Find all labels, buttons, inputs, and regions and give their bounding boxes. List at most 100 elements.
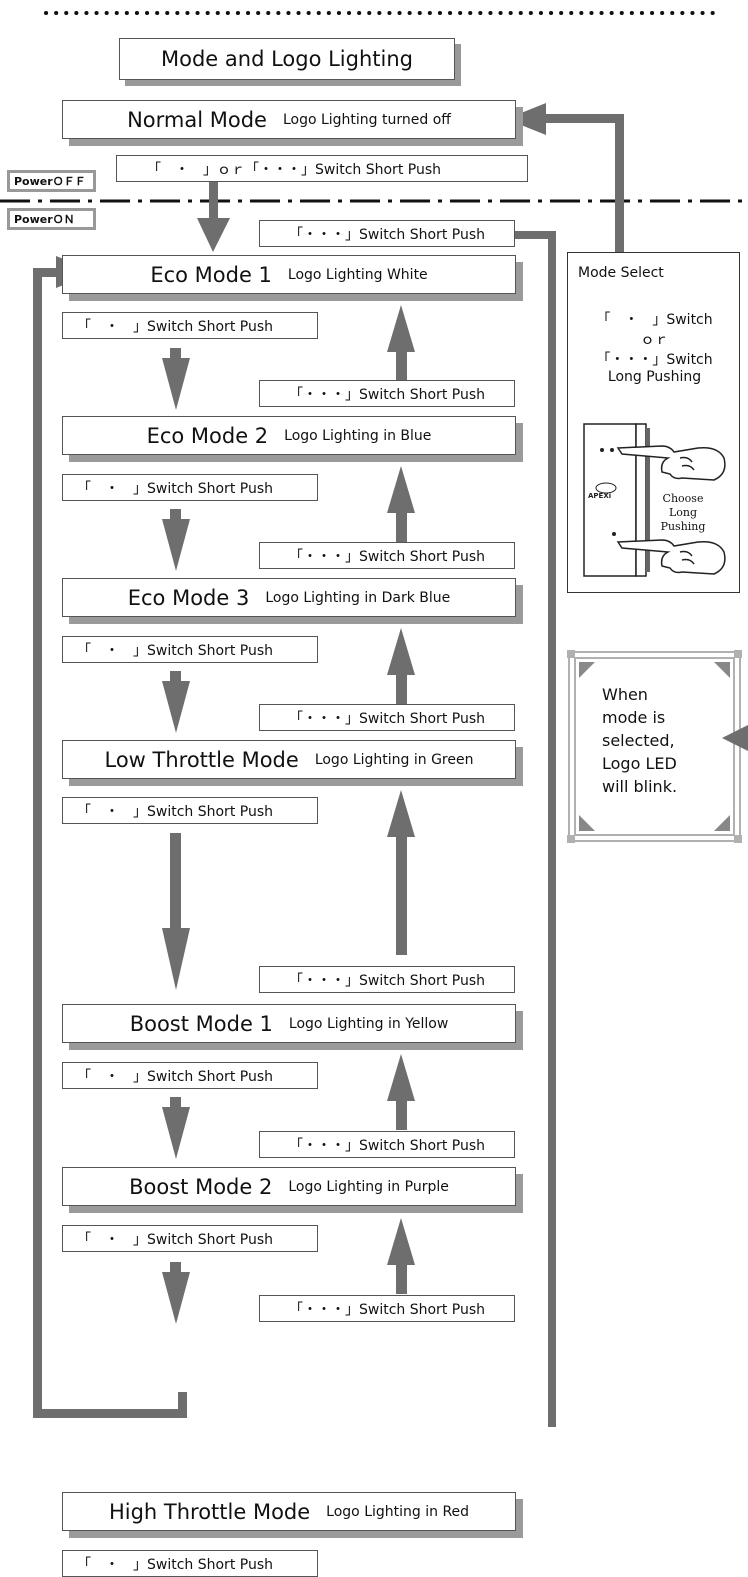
- mode-lighting: Logo Lighting in Dark Blue: [265, 589, 451, 606]
- power-off-text: PowerＯＦＦ: [14, 175, 86, 188]
- mode-name: Boost Mode 1: [129, 1011, 273, 1036]
- note-text: When mode is selected, Logo LED will bli…: [602, 683, 722, 798]
- mode-name: Boost Mode 2: [129, 1174, 273, 1199]
- down-push-text: 「 ・ 」Switch Short Push: [77, 318, 273, 335]
- mode-box: Low Throttle Mode Logo Lighting in Green: [62, 740, 516, 779]
- down-push-label: 「 ・ 」Switch Short Push: [62, 797, 318, 824]
- dotted-separator: [44, 11, 720, 15]
- mode-box: Boost Mode 2 Logo Lighting in Purple: [62, 1167, 516, 1206]
- mode-select-title: Mode Select: [578, 265, 664, 281]
- up-push-text: 「・・・」Switch Short Push: [289, 386, 485, 403]
- mode-lighting: Logo Lighting in Purple: [288, 1178, 449, 1195]
- arrow-loop-down: [178, 1392, 187, 1417]
- up-arrow-6: [387, 1218, 415, 1265]
- on-switch-label: 「・・・」Switch Short Push: [259, 220, 515, 247]
- normal-mode-name: Normal Mode: [127, 107, 267, 132]
- mode-select-line: Long Pushing: [607, 369, 702, 385]
- mode-name: Eco Mode 1: [150, 262, 272, 287]
- mode-lighting: Logo Lighting in Blue: [284, 427, 432, 444]
- down-push-text: 「 ・ 」Switch Short Push: [77, 1231, 273, 1248]
- up-push-label: 「・・・」Switch Short Push: [259, 1295, 515, 1322]
- mode-select-line: 「 ・ 」Switch: [596, 312, 713, 328]
- note-line: selected,: [602, 731, 675, 750]
- up-push-label: 「・・・」Switch Short Push: [259, 704, 515, 731]
- power-on-badge: PowerＯＮ: [7, 208, 96, 230]
- up-push-label: 「・・・」Switch Short Push: [259, 1131, 515, 1158]
- power-divider-line: [0, 199, 748, 203]
- arrow-loop-left: [33, 272, 42, 1418]
- mode-box: High Throttle Mode Logo Lighting in Red: [62, 1492, 516, 1531]
- normal-mode-lighting: Logo Lighting turned off: [282, 111, 451, 128]
- off-switch-text: 「 ・ 」ｏｒ「・・・」Switch Short Push: [147, 161, 441, 178]
- mode-box: Eco Mode 2 Logo Lighting in Blue: [62, 416, 516, 455]
- device-caption-line: Pushing: [661, 520, 706, 533]
- arrow-to-normal-horizontal: [540, 114, 624, 123]
- up-push-text: 「・・・」Switch Short Push: [289, 1301, 485, 1318]
- hand-pointing-icon: [616, 445, 726, 481]
- up-push-label: 「・・・」Switch Short Push: [259, 380, 515, 407]
- device-caption-line: Long: [669, 506, 697, 519]
- diagram-title-text: Mode and Logo Lighting: [161, 47, 413, 71]
- down-push-text: 「 ・ 」Switch Short Push: [77, 803, 273, 820]
- up-push-text: 「・・・」Switch Short Push: [289, 548, 485, 565]
- up-arrow-2: [387, 466, 415, 513]
- power-off-badge: PowerＯＦＦ: [7, 170, 96, 192]
- arrow-on-right-horizontal: [514, 231, 556, 239]
- down-arrow-6: [162, 1272, 190, 1324]
- up-arrow-5: [387, 1054, 415, 1101]
- up-push-label: 「・・・」Switch Short Push: [259, 542, 515, 569]
- mode-lighting: Logo Lighting in Green: [314, 751, 474, 768]
- down-arrow-5: [162, 1107, 190, 1159]
- arrow-on-right-vertical: [548, 231, 556, 1427]
- up-arrow-3: [387, 628, 415, 675]
- down-push-label: 「 ・ 」Switch Short Push: [62, 1550, 318, 1577]
- mode-box: Eco Mode 1 Logo Lighting White: [62, 255, 516, 294]
- down-push-label: 「 ・ 」Switch Short Push: [62, 1062, 318, 1089]
- arrow-to-normal-vertical: [615, 114, 624, 254]
- up-push-text: 「・・・」Switch Short Push: [289, 710, 485, 727]
- on-switch-text: 「・・・」Switch Short Push: [289, 226, 485, 243]
- down-push-text: 「 ・ 」Switch Short Push: [77, 480, 273, 497]
- mode-name: Eco Mode 2: [146, 423, 269, 448]
- device-brand-text: APEXi: [588, 492, 611, 500]
- down-push-text: 「 ・ 」Switch Short Push: [77, 1068, 273, 1085]
- diagram-title: Mode and Logo Lighting: [119, 38, 455, 80]
- mode-box: Boost Mode 1 Logo Lighting in Yellow: [62, 1004, 516, 1043]
- mode-lighting: Logo Lighting in Yellow: [288, 1015, 449, 1032]
- hand-pointing-icon: [616, 539, 726, 575]
- mode-lighting: Logo Lighting White: [287, 266, 428, 283]
- off-switch-label: 「 ・ 」ｏｒ「・・・」Switch Short Push: [116, 155, 528, 182]
- mode-lighting: Logo Lighting in Red: [326, 1503, 470, 1520]
- up-push-label: 「・・・」Switch Short Push: [259, 966, 515, 993]
- note-line: will blink.: [602, 777, 678, 796]
- up-push-text: 「・・・」Switch Short Push: [289, 1137, 485, 1154]
- down-push-label: 「 ・ 」Switch Short Push: [62, 1225, 318, 1252]
- down-arrow-2: [162, 519, 190, 571]
- down-arrow-1: [162, 358, 190, 410]
- down-push-label: 「 ・ 」Switch Short Push: [62, 474, 318, 501]
- power-on-text: PowerＯＮ: [14, 213, 75, 226]
- up-push-text: 「・・・」Switch Short Push: [289, 972, 485, 989]
- note-line: Logo LED: [602, 754, 677, 773]
- device-caption-line: Choose: [663, 492, 704, 505]
- arrow-loop-bottom: [33, 1409, 187, 1418]
- arrow-off-to-eco1-head: [197, 218, 230, 252]
- down-arrow-4: [162, 928, 190, 990]
- note-line: mode is: [602, 708, 666, 727]
- down-push-label: 「 ・ 」Switch Short Push: [62, 636, 318, 663]
- up-arrow-4: [387, 790, 415, 837]
- normal-mode-box: Normal Mode Logo Lighting turned off: [62, 100, 516, 139]
- down-arrow-3: [162, 681, 190, 733]
- note-arrow-icon: [722, 725, 748, 751]
- down-push-text: 「 ・ 」Switch Short Push: [77, 1556, 273, 1573]
- mode-select-line: ｏｒ: [640, 332, 669, 348]
- down-push-label: 「 ・ 」Switch Short Push: [62, 312, 318, 339]
- device-icon: APEXi Choose Long Pushing: [583, 423, 726, 577]
- note-line: When: [602, 685, 648, 704]
- mode-name: Low Throttle Mode: [104, 747, 299, 772]
- mode-select-line: 「・・・」Switch: [596, 352, 713, 368]
- mode-name: High Throttle Mode: [108, 1499, 311, 1524]
- down-push-text: 「 ・ 」Switch Short Push: [77, 642, 273, 659]
- arrow-loop-top: [33, 268, 61, 277]
